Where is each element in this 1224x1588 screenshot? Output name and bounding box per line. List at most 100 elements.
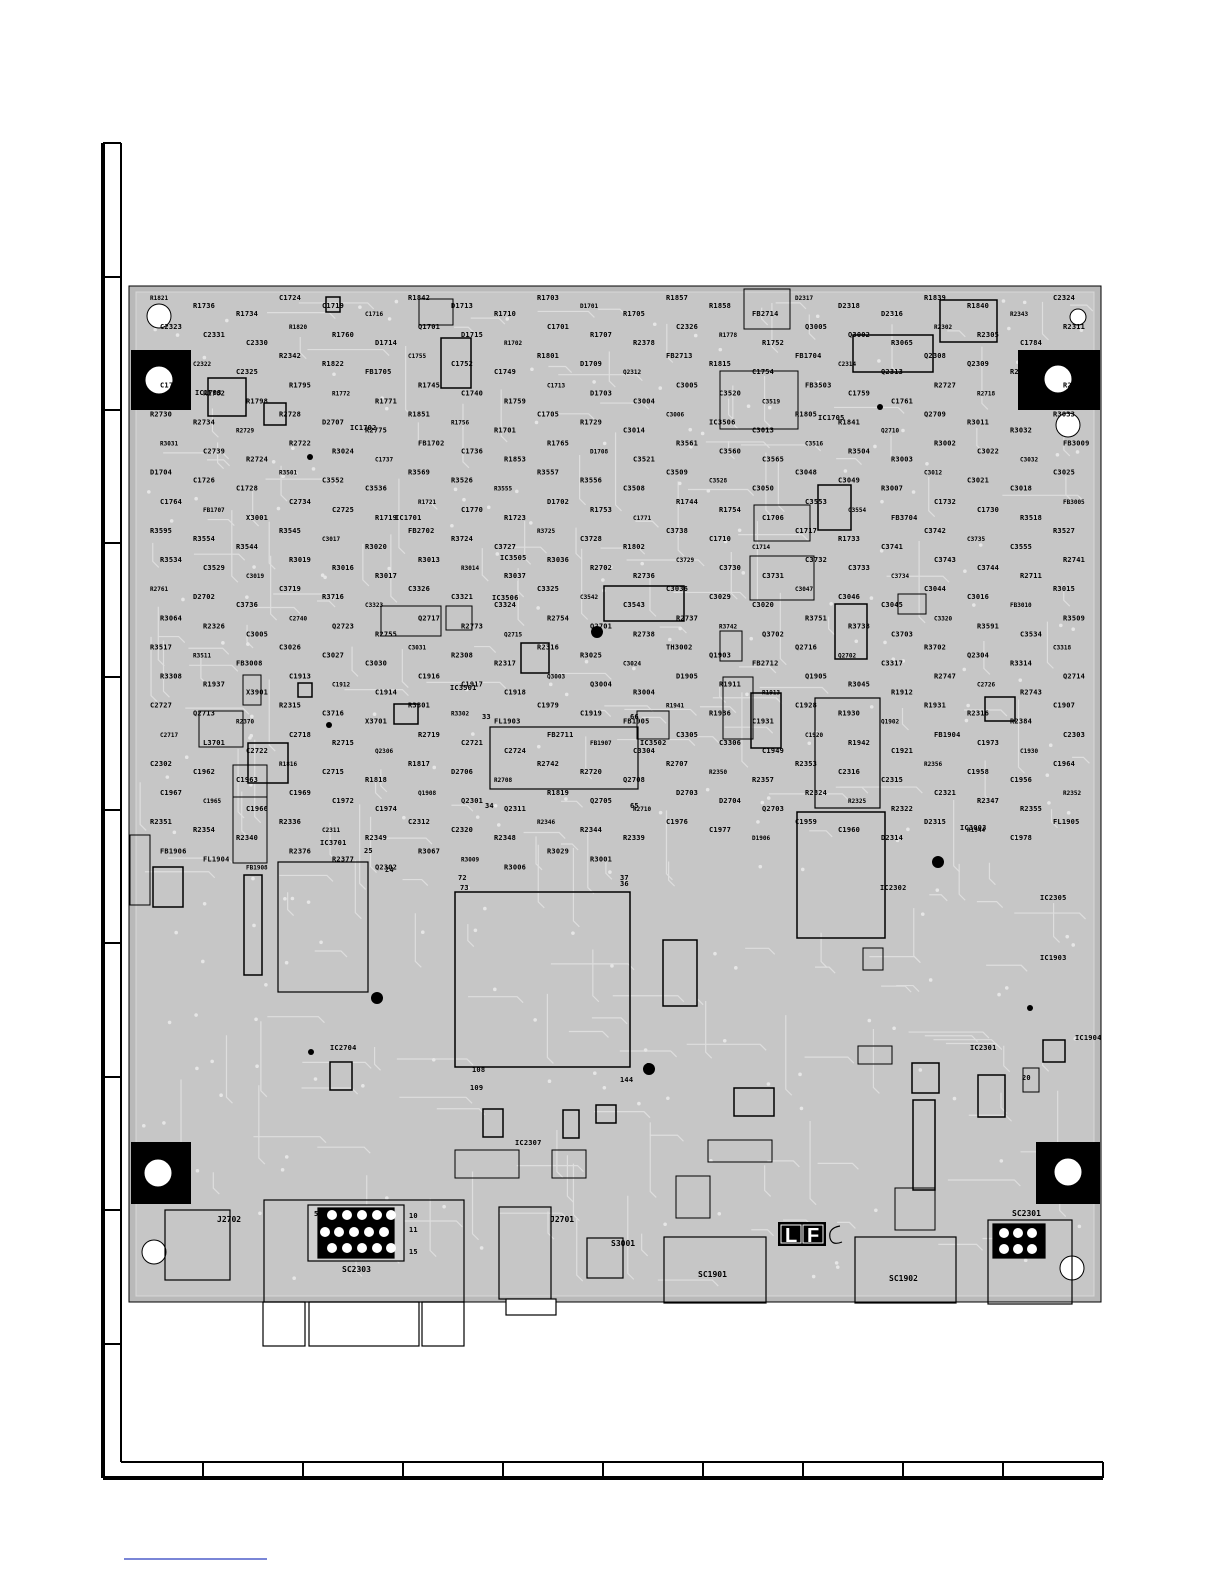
component-label: C2715 bbox=[322, 768, 344, 776]
component-label: R1912 bbox=[891, 689, 913, 697]
trace bbox=[929, 894, 948, 902]
component-label: R2349 bbox=[365, 834, 387, 842]
via bbox=[332, 372, 336, 377]
via bbox=[666, 1096, 670, 1101]
via bbox=[914, 1275, 919, 1279]
trace bbox=[207, 518, 235, 527]
component-label: R1840 bbox=[967, 302, 989, 310]
component-label: R1744 bbox=[676, 498, 698, 506]
trace bbox=[732, 385, 740, 431]
trace bbox=[467, 924, 475, 947]
component-label: R2743 bbox=[1020, 689, 1042, 697]
via bbox=[276, 506, 281, 511]
component-label: R2326 bbox=[203, 622, 225, 630]
label-boxes bbox=[129, 288, 1040, 1231]
pin-number: 109 bbox=[470, 1084, 483, 1092]
component-label: FB1907 bbox=[590, 740, 612, 747]
component-label: R2325 bbox=[848, 798, 866, 805]
via bbox=[928, 978, 933, 982]
component-label: C1965 bbox=[203, 798, 221, 805]
component-label: C3046 bbox=[838, 593, 860, 601]
lf-mark: L F bbox=[778, 1222, 843, 1247]
component-label: R2747 bbox=[934, 673, 956, 681]
component-label: Q1905 bbox=[805, 673, 827, 681]
component-label: C3529 bbox=[203, 564, 225, 572]
component-label: C2724 bbox=[504, 747, 526, 755]
via bbox=[911, 490, 916, 494]
trace bbox=[369, 816, 377, 873]
trace bbox=[368, 837, 433, 845]
component-label: C2302 bbox=[150, 760, 172, 768]
component-label: R2724 bbox=[246, 456, 268, 464]
trace bbox=[500, 389, 508, 443]
connector-pins bbox=[320, 1210, 1037, 1254]
component-label: D1713 bbox=[451, 302, 473, 310]
trace bbox=[524, 520, 532, 565]
component-label: D2315 bbox=[924, 818, 946, 826]
trace bbox=[572, 847, 580, 928]
trace bbox=[157, 606, 165, 667]
via bbox=[564, 797, 568, 801]
component-label: R3013 bbox=[418, 556, 440, 564]
trace bbox=[976, 427, 984, 452]
via bbox=[640, 561, 644, 566]
trace bbox=[299, 337, 307, 360]
trace bbox=[287, 892, 295, 917]
trace bbox=[550, 963, 635, 971]
trace bbox=[581, 548, 589, 620]
pcb-board bbox=[128, 285, 1102, 1303]
component-label: Q3003 bbox=[547, 674, 565, 681]
component-label: C3018 bbox=[1010, 485, 1032, 493]
component-label: C1973 bbox=[977, 739, 999, 747]
pin-number: 108 bbox=[472, 1066, 485, 1074]
trace bbox=[1041, 301, 1049, 341]
component-label: C3552 bbox=[322, 477, 344, 485]
component-label: R2370 bbox=[236, 719, 254, 726]
component-label: C3731 bbox=[762, 572, 784, 580]
via bbox=[493, 804, 498, 808]
component-label: C2725 bbox=[332, 506, 354, 514]
via bbox=[534, 420, 539, 425]
mounting-holes bbox=[131, 303, 1100, 1281]
via bbox=[879, 548, 884, 553]
via bbox=[547, 1079, 552, 1084]
via bbox=[815, 314, 820, 319]
component-label: R2324 bbox=[805, 789, 827, 797]
component-label: FL1905 bbox=[1053, 818, 1080, 826]
trace bbox=[817, 1162, 859, 1170]
via bbox=[385, 1196, 389, 1200]
component-label: R3017 bbox=[375, 572, 397, 580]
component-label: C1710 bbox=[709, 535, 731, 543]
trace bbox=[508, 546, 547, 554]
component-label: C3536 bbox=[365, 485, 387, 493]
trace bbox=[834, 406, 905, 414]
component-label: D2316 bbox=[881, 310, 903, 318]
connector-label: J2701 bbox=[550, 1215, 574, 1224]
pin-number: 72 bbox=[458, 874, 467, 882]
via bbox=[466, 886, 470, 890]
trace bbox=[591, 1017, 628, 1025]
via bbox=[483, 906, 487, 911]
via bbox=[602, 1085, 607, 1090]
via bbox=[604, 682, 608, 687]
component-label: C2322 bbox=[193, 361, 211, 368]
component-label: R2316 bbox=[537, 643, 559, 651]
via bbox=[632, 666, 636, 671]
via bbox=[717, 1211, 722, 1216]
via bbox=[167, 1020, 172, 1025]
lf-mark-l: L bbox=[785, 1225, 797, 1247]
via bbox=[221, 641, 225, 645]
via bbox=[290, 896, 295, 901]
component-label: D1715 bbox=[461, 331, 483, 339]
via bbox=[608, 870, 612, 874]
trace bbox=[953, 800, 961, 873]
trace bbox=[351, 646, 359, 677]
via bbox=[798, 1072, 802, 1077]
via bbox=[705, 787, 710, 792]
component-label: R3544 bbox=[236, 543, 258, 551]
trace bbox=[686, 1043, 767, 1051]
via bbox=[999, 1159, 1004, 1163]
trace bbox=[516, 1165, 584, 1173]
component-label: C3325 bbox=[537, 585, 559, 593]
